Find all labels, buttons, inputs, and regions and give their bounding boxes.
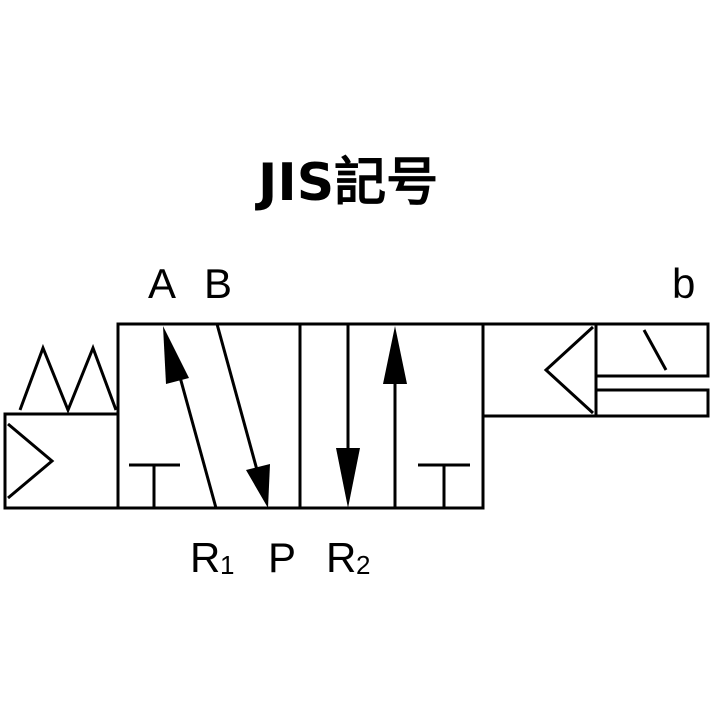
- pilot-box: [3, 412, 120, 510]
- pilot-triangle-icon: [7, 422, 55, 500]
- flow-arrow-icon-up: [383, 326, 407, 384]
- port-label-r1-main: R: [190, 534, 220, 581]
- valve-body: [116, 322, 485, 510]
- flow-line-b-p: [215, 323, 259, 471]
- port-label-r2-main: R: [326, 534, 356, 581]
- flow-arrow-icon-down: [336, 448, 360, 508]
- port-label-a: A: [148, 260, 176, 307]
- port-label-b: B: [204, 260, 232, 307]
- spring-icon: [18, 343, 118, 415]
- port-label-r2: R 2: [326, 534, 370, 581]
- diagram-title: JIS記号: [255, 153, 438, 213]
- port-label-r1-sub: 1: [220, 550, 234, 580]
- port-label-r2-sub: 2: [356, 550, 370, 580]
- left-actuator: [3, 343, 120, 510]
- flow-arrow-icon-a: [163, 326, 189, 384]
- solenoid-label-b: b: [672, 260, 695, 307]
- left-position-paths: [129, 323, 270, 509]
- exhaust-block-icon-left: [129, 463, 180, 508]
- flow-arrow-icon-p: [246, 464, 270, 508]
- right-actuator: [481, 322, 710, 418]
- right-position-paths: [336, 324, 470, 508]
- port-label-r1: R 1: [190, 534, 234, 581]
- solenoid-icon: [594, 322, 710, 418]
- port-label-p: P: [268, 534, 296, 581]
- exhaust-block-icon-right: [418, 463, 470, 508]
- pilot-triangle-icon-right: [543, 325, 595, 415]
